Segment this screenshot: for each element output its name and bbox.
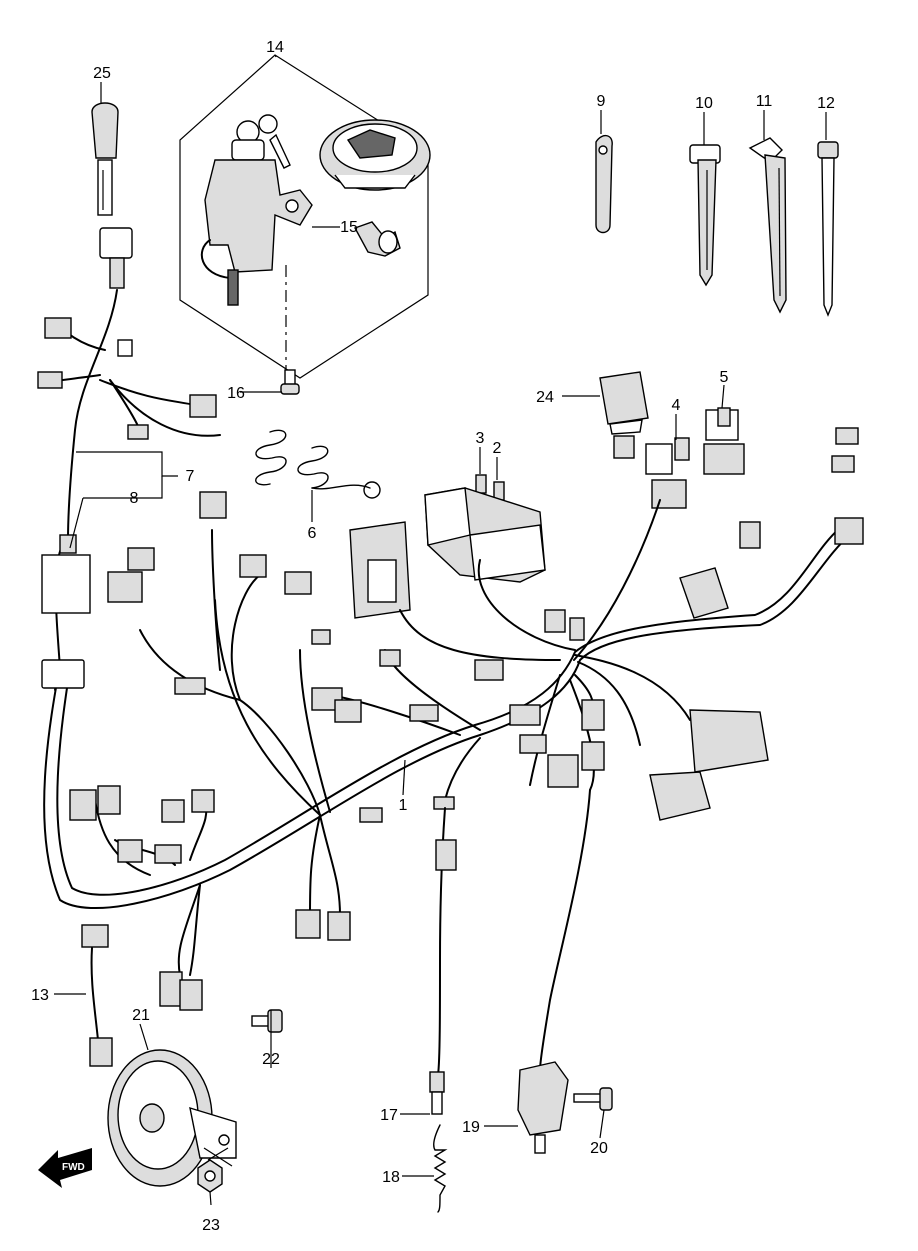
callout-7: 7 <box>186 468 195 485</box>
callout-25: 25 <box>93 65 111 82</box>
lock-set-group <box>179 54 431 379</box>
spring-18-drawing <box>433 1124 448 1213</box>
bolt-22-drawing <box>251 1009 283 1033</box>
callout-2: 2 <box>493 440 502 457</box>
sub-harness-7-drawing <box>37 227 221 614</box>
callout-16: 16 <box>227 385 245 402</box>
seat-lock-drawing <box>353 221 401 257</box>
cable-tie-10-drawing <box>689 144 721 287</box>
callout-6: 6 <box>308 525 317 542</box>
leader-lines <box>54 54 827 1206</box>
ignition-switch-drawing <box>200 114 340 306</box>
horn-21-drawing <box>107 1049 237 1187</box>
callout-15: 15 <box>340 219 358 236</box>
forward-arrow-icon: FWD <box>38 1148 92 1188</box>
callout-12: 12 <box>817 95 835 112</box>
callout-13: 13 <box>31 987 49 1004</box>
spring-6-drawing <box>255 429 381 499</box>
fwd-label: FWD <box>62 1162 85 1173</box>
callout-17: 17 <box>380 1107 398 1124</box>
fuse-holders-4-5-drawing <box>645 407 745 509</box>
callout-labels: 1 2 3 4 5 6 7 8 9 10 11 12 13 14 15 16 1… <box>31 39 835 1234</box>
fuel-cap-lock-drawing <box>319 119 431 191</box>
callout-18: 18 <box>382 1169 400 1186</box>
callout-10: 10 <box>695 95 713 112</box>
callout-14: 14 <box>266 39 284 56</box>
cable-tie-12-drawing <box>817 141 839 317</box>
callout-4: 4 <box>672 397 681 414</box>
screw-16-drawing <box>280 369 300 395</box>
junction-box-drawing <box>424 487 546 583</box>
callout-24: 24 <box>536 389 554 406</box>
lead-13-drawing <box>81 924 113 1067</box>
callout-1: 1 <box>399 797 408 814</box>
callout-9: 9 <box>597 93 606 110</box>
relay-24-drawing <box>599 371 649 435</box>
switch-17-drawing <box>429 807 457 1115</box>
fuse-bracket-drawing <box>349 521 411 619</box>
nut-23-drawing <box>197 1147 229 1193</box>
harness-connectors-drawing <box>41 427 864 1011</box>
screw-20-drawing <box>573 1087 613 1111</box>
callout-22: 22 <box>262 1051 280 1068</box>
callout-8: 8 <box>130 490 139 507</box>
callout-23: 23 <box>202 1217 220 1234</box>
callout-19: 19 <box>462 1119 480 1136</box>
strap-9-drawing <box>595 135 613 234</box>
key-drawing <box>91 102 119 216</box>
callout-20: 20 <box>590 1140 608 1157</box>
callout-3: 3 <box>476 430 485 447</box>
callout-5: 5 <box>720 369 729 386</box>
cable-tie-11-drawing <box>748 137 787 314</box>
callout-21: 21 <box>132 1007 150 1024</box>
switch-19-drawing <box>517 789 591 1154</box>
callout-11: 11 <box>756 93 773 110</box>
